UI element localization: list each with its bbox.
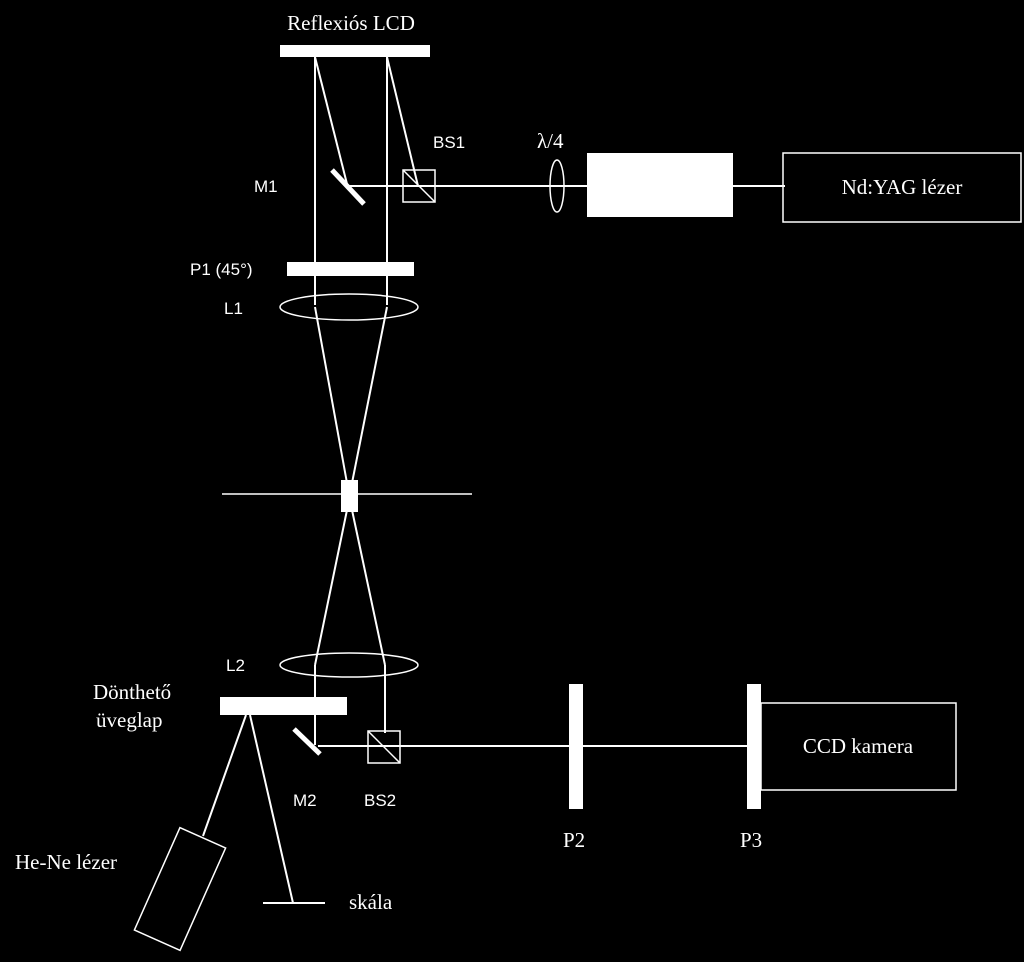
beam-l2-left-diverge — [314, 509, 348, 666]
ccd-camera — [760, 702, 957, 791]
l1-label: L1 — [224, 299, 243, 318]
mirror-m1 — [330, 168, 366, 206]
beam-he-ne-to-plate — [202, 714, 247, 837]
reflective-lcd — [280, 45, 430, 57]
polarizer-p1 — [287, 262, 414, 276]
tilt-plate-label-line2: üveglap — [96, 708, 162, 732]
beam-l2-right-diverge — [351, 509, 386, 666]
quarter-wave-plate — [549, 159, 565, 213]
tiltable-glass-plate — [220, 697, 347, 715]
beam-l1-left-converge — [314, 306, 348, 484]
polarizer-p2 — [569, 684, 583, 809]
lens-l1 — [279, 293, 419, 321]
bs1-label: BS1 — [433, 133, 465, 152]
beam-expander-block — [587, 153, 733, 217]
mirror-m2 — [292, 727, 322, 756]
lcd-label: Reflexiós LCD — [287, 11, 415, 35]
lambda4-label: λ/4 — [537, 129, 564, 153]
nd-yag-laser — [782, 152, 1022, 223]
bs2-label: BS2 — [364, 791, 396, 810]
p2-label: P2 — [563, 828, 585, 852]
beam-splitter-bs2 — [367, 730, 401, 764]
beam-plate-to-scale — [249, 714, 294, 904]
beam-lcd-to-bs1 — [386, 56, 419, 187]
he-ne-laser — [133, 826, 227, 952]
he-ne-label: He-Ne lézer — [15, 850, 117, 874]
m1-label: M1 — [254, 177, 278, 196]
beam-splitter-bs1 — [402, 169, 436, 203]
bs2-diagonal — [367, 730, 401, 764]
p3-label: P3 — [740, 828, 762, 852]
beam-l1-right-converge — [351, 306, 388, 484]
lens-l2 — [279, 652, 419, 678]
l2-label: L2 — [226, 656, 245, 675]
p1-label: P1 (45°) — [190, 260, 253, 279]
beam-lcd-to-m1 — [314, 56, 349, 189]
polarizer-p3 — [747, 684, 761, 809]
bs1-diagonal — [402, 169, 436, 203]
scale-label: skála — [349, 890, 393, 914]
nd-yag-label: Nd:YAG lézer — [842, 175, 963, 199]
m2-label: M2 — [293, 791, 317, 810]
ccd-label: CCD kamera — [803, 734, 914, 758]
focal-sample — [341, 480, 358, 512]
tilt-plate-label-line1: Dönthető — [93, 680, 171, 704]
